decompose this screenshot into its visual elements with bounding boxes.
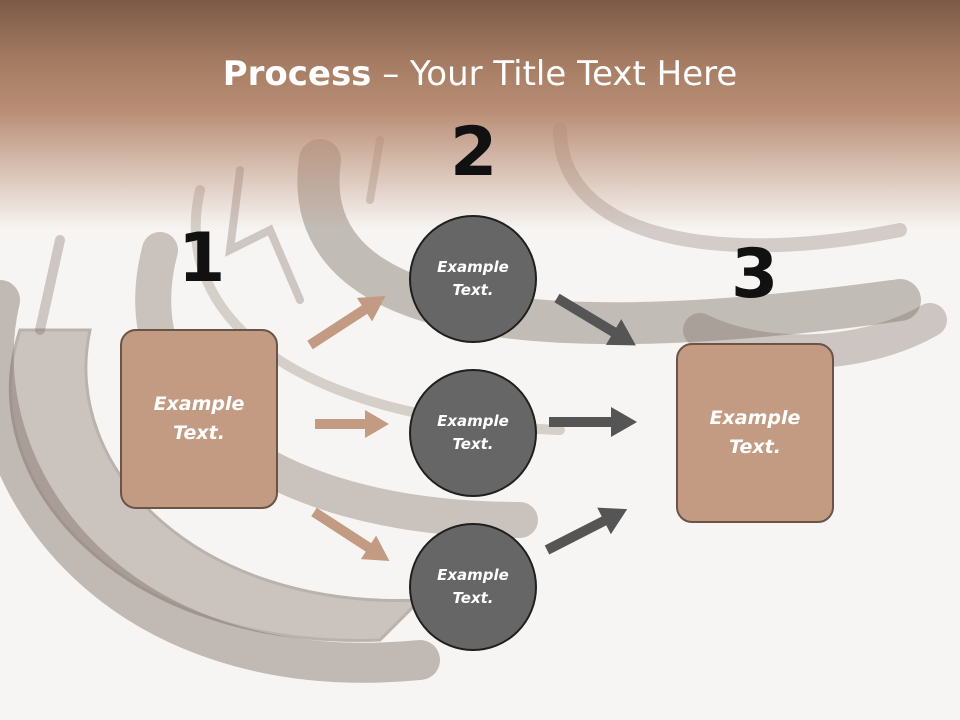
circle-text: Example Text. <box>437 258 509 299</box>
arrow-right-icon <box>549 407 637 437</box>
step-number-1: 1 <box>178 219 226 298</box>
arrow-right-icon <box>315 410 389 438</box>
step-number-2: 2 <box>450 113 498 192</box>
step-1-text: Example Text. <box>153 393 245 444</box>
step-3-text: Example Text. <box>709 407 801 458</box>
arrow-right-icon <box>311 507 390 562</box>
circle-text: Example Text. <box>437 412 509 453</box>
arrow-right-icon <box>544 507 628 555</box>
step-3-box[interactable]: Example Text. <box>676 343 834 523</box>
title-bold: Process <box>222 54 372 94</box>
circle-text: Example Text. <box>437 566 509 607</box>
header-band <box>0 0 960 230</box>
step-2-circle-middle[interactable]: Example Text. <box>409 369 537 497</box>
title-rest: – Your Title Text Here <box>371 54 738 94</box>
arrow-right-icon <box>554 293 636 346</box>
step-2-circle-top[interactable]: Example Text. <box>409 215 537 343</box>
step-1-box[interactable]: Example Text. <box>120 329 278 509</box>
arrow-right-icon <box>307 295 386 350</box>
slide-title: Process – Your Title Text Here <box>0 52 960 96</box>
step-number-3: 3 <box>731 235 779 314</box>
step-2-circle-bottom[interactable]: Example Text. <box>409 523 537 651</box>
